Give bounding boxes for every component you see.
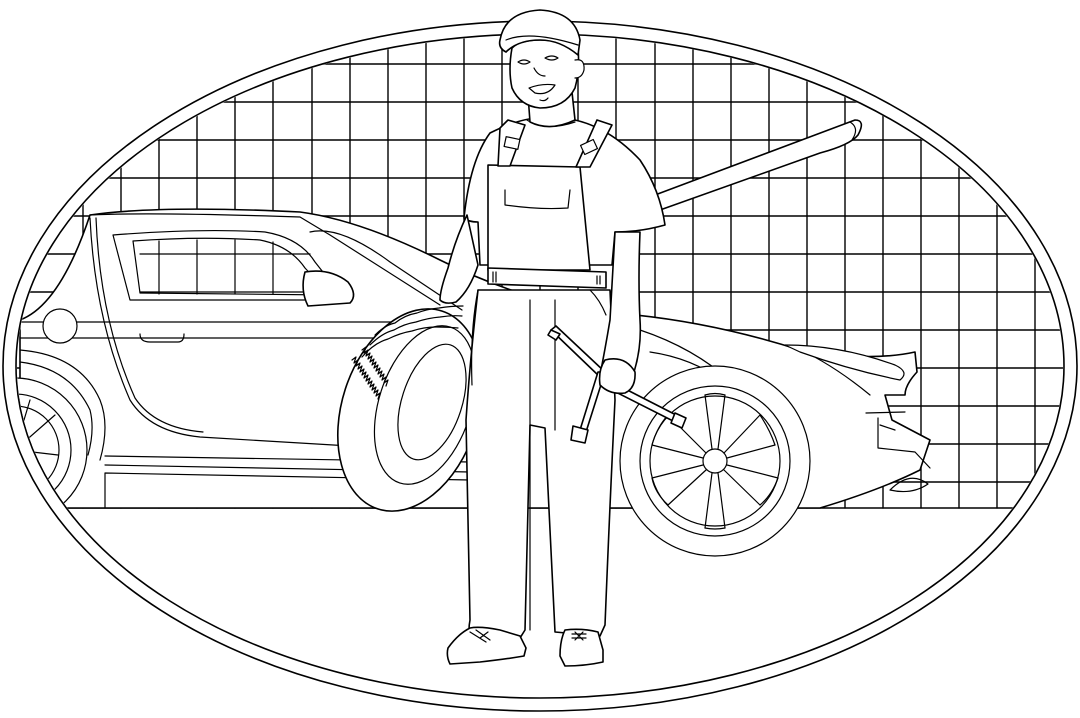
spare-tire — [336, 305, 484, 512]
right-hand — [598, 358, 636, 395]
cap — [498, 9, 581, 56]
right-shoe — [559, 628, 604, 667]
mechanic — [439, 9, 687, 667]
overalls-belt — [487, 267, 607, 289]
side-mirror — [302, 270, 355, 307]
car-door — [89, 217, 471, 451]
left-shoe — [446, 626, 527, 665]
overalls-bib — [487, 164, 591, 271]
head — [509, 39, 580, 109]
front-wheel — [619, 365, 811, 557]
open-hood — [654, 119, 863, 211]
headlight — [784, 344, 905, 381]
fuel-cap — [42, 308, 78, 344]
side-window — [112, 229, 346, 301]
left-arm — [439, 214, 479, 304]
bib-pocket — [504, 189, 571, 210]
